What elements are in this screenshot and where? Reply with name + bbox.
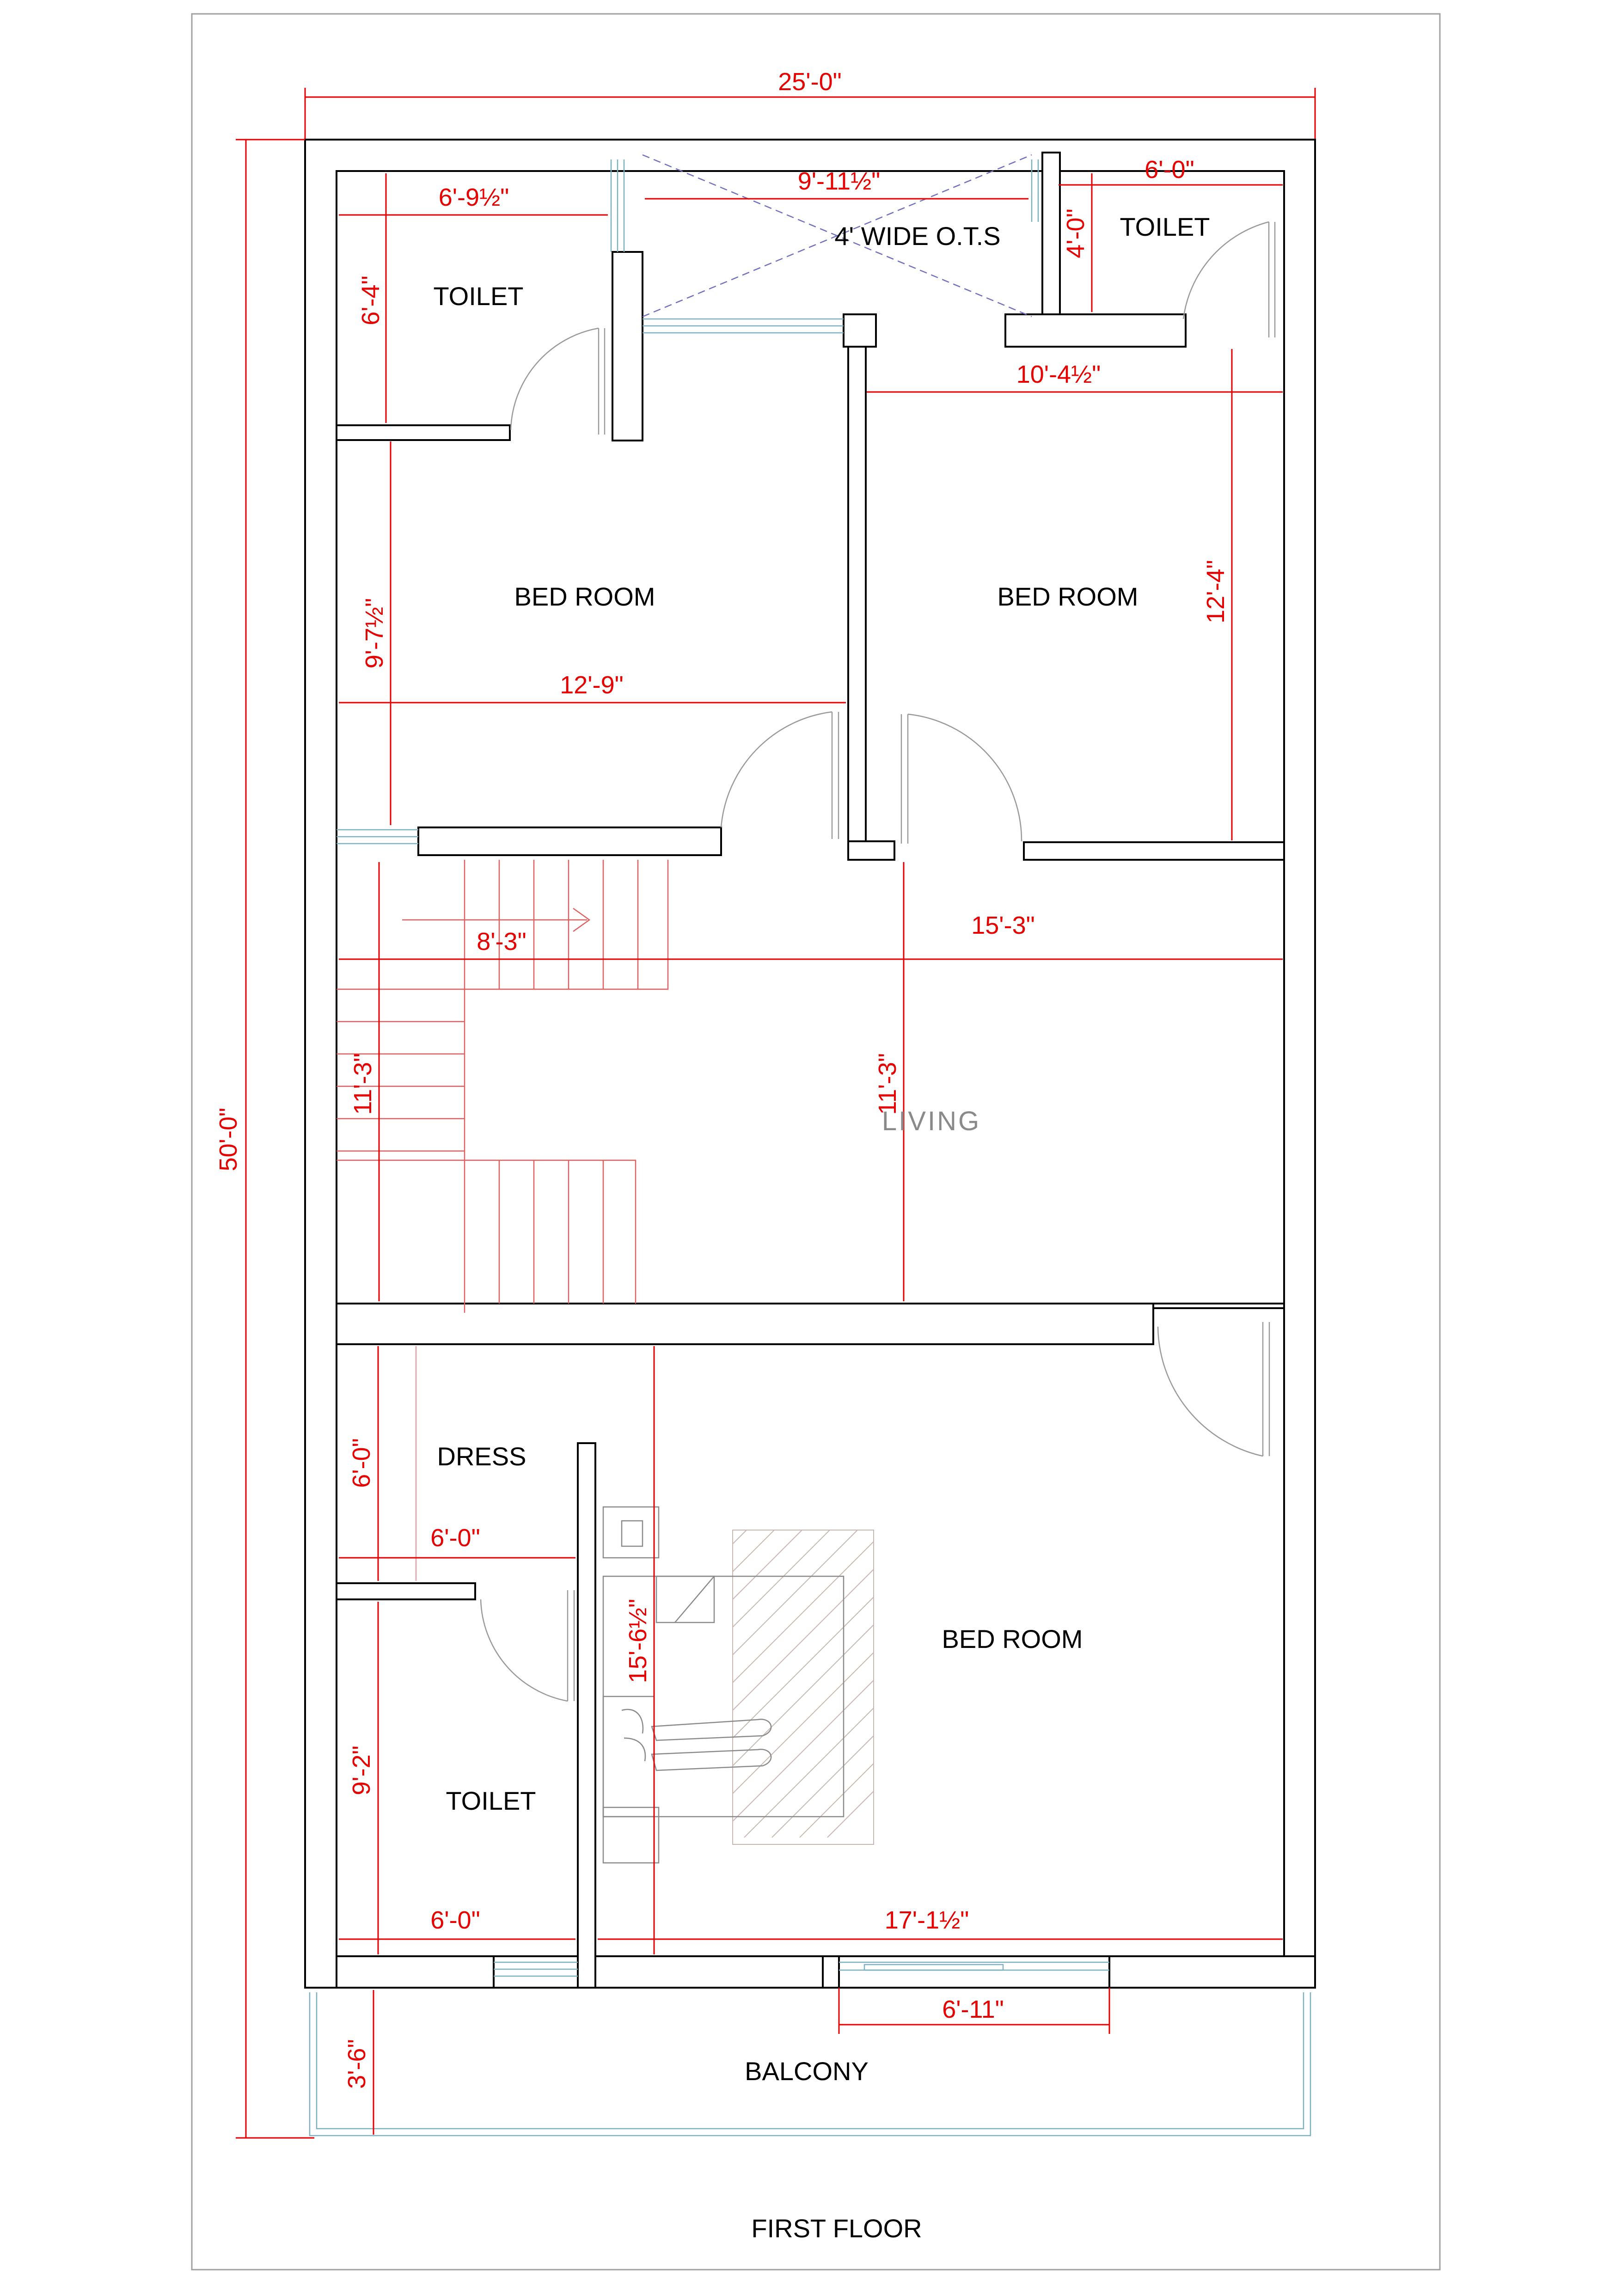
dim-toilet-tl-width: 6'-9½" — [439, 184, 509, 211]
dim-overall-depth: 50'-0" — [214, 1108, 242, 1171]
room-label-toilet-top-right: TOILET — [1120, 212, 1210, 241]
bedroom-divider-wall — [847, 346, 867, 856]
balcony-opening-jamb-right — [1108, 1955, 1316, 1989]
toilet-tl-bottom-wall — [336, 424, 511, 441]
room-label-bedroom-left: BED ROOM — [514, 582, 655, 611]
dim-stair-depth: 11'-3" — [349, 1053, 377, 1115]
room-label-balcony: BALCONY — [745, 2057, 869, 2086]
toilet-b-bottom-wall — [336, 1955, 495, 1989]
room-label-dress: DRESS — [437, 1442, 526, 1471]
dim-toilet-b-width: 6'-0" — [430, 1906, 480, 1934]
room-label-ots: 4' WIDE O.T.S — [834, 221, 1000, 251]
dim-master-width: 17'-1½" — [885, 1906, 969, 1934]
dim-living-depth: 11'-3" — [874, 1053, 901, 1115]
dim-bedroom-left-width: 12'-9" — [560, 671, 624, 699]
drawing-caption: FIRST FLOOR — [751, 2214, 922, 2243]
dim-living-width: 15'-3" — [971, 912, 1035, 939]
dim-toilet-tr-depth: 4'-0" — [1062, 208, 1089, 258]
dim-balcony-depth: 3'-6" — [343, 2039, 371, 2089]
dim-dress-depth: 6'-0" — [348, 1438, 375, 1488]
room-label-bedroom-right: BED ROOM — [998, 582, 1138, 611]
ots-corner-pier — [843, 313, 877, 348]
master-left-wall — [577, 1442, 596, 1989]
bed-furniture — [602, 1506, 874, 1864]
dim-master-depth: 15'-6½" — [624, 1599, 652, 1684]
dim-toilet-b-depth: 9'-2" — [348, 1745, 375, 1795]
ots-pier — [612, 251, 643, 441]
windows — [309, 159, 1311, 2137]
balcony-opening-jamb-left — [822, 1955, 840, 1989]
dim-overall-width: 25'-0" — [778, 68, 842, 96]
dim-dress-width: 6'-0" — [430, 1524, 480, 1552]
bedroom-r-bottom-wall — [1023, 841, 1285, 861]
dimension-labels: 25'-0" 50'-0" 6'-9½" 6'-4" 9'-11½" 6'-0"… — [214, 68, 1230, 2089]
ots-void — [642, 154, 1032, 318]
dim-ots-width: 9'-11½" — [798, 167, 881, 195]
dim-toilet-tr-width: 6'-0" — [1145, 156, 1194, 184]
dim-stair-width: 8'-3" — [477, 928, 526, 955]
dim-balcony-opening: 6'-11" — [942, 1996, 1004, 2023]
dim-bedroom-left-depth: 9'-7½" — [361, 598, 388, 669]
room-label-toilet-top-left: TOILET — [433, 282, 523, 311]
walls — [304, 139, 1316, 1989]
sheet-border — [191, 13, 1441, 2271]
bedroom-l-bottom-wall — [417, 827, 722, 856]
bedroom-divider-foot — [847, 840, 895, 861]
toilet-tr-bottom-wall — [1004, 313, 1187, 348]
doors — [480, 221, 1276, 1702]
outer-wall — [304, 139, 1316, 1989]
toilet-b-top-wall — [336, 1582, 476, 1600]
living-bottom-wall-stub — [1152, 1303, 1285, 1309]
room-label-bedroom-master: BED ROOM — [942, 1624, 1083, 1653]
living-bottom-wall — [336, 1303, 1154, 1345]
toilet-tr-left-wall — [1041, 152, 1061, 315]
dim-bedroom-right-depth: 12'-4" — [1202, 560, 1230, 624]
dimension-lines — [236, 88, 1316, 2139]
room-label-toilet-bottom: TOILET — [446, 1786, 536, 1815]
dim-bedroom-right-width: 10'-4½" — [1016, 361, 1101, 388]
staircase — [337, 860, 669, 1313]
dim-toilet-tl-depth: 6'-4" — [357, 276, 385, 325]
room-labels: TOILET 4' WIDE O.T.S TOILET BED ROOM BED… — [433, 212, 1210, 2243]
room-label-living: LIVING — [882, 1106, 981, 1136]
